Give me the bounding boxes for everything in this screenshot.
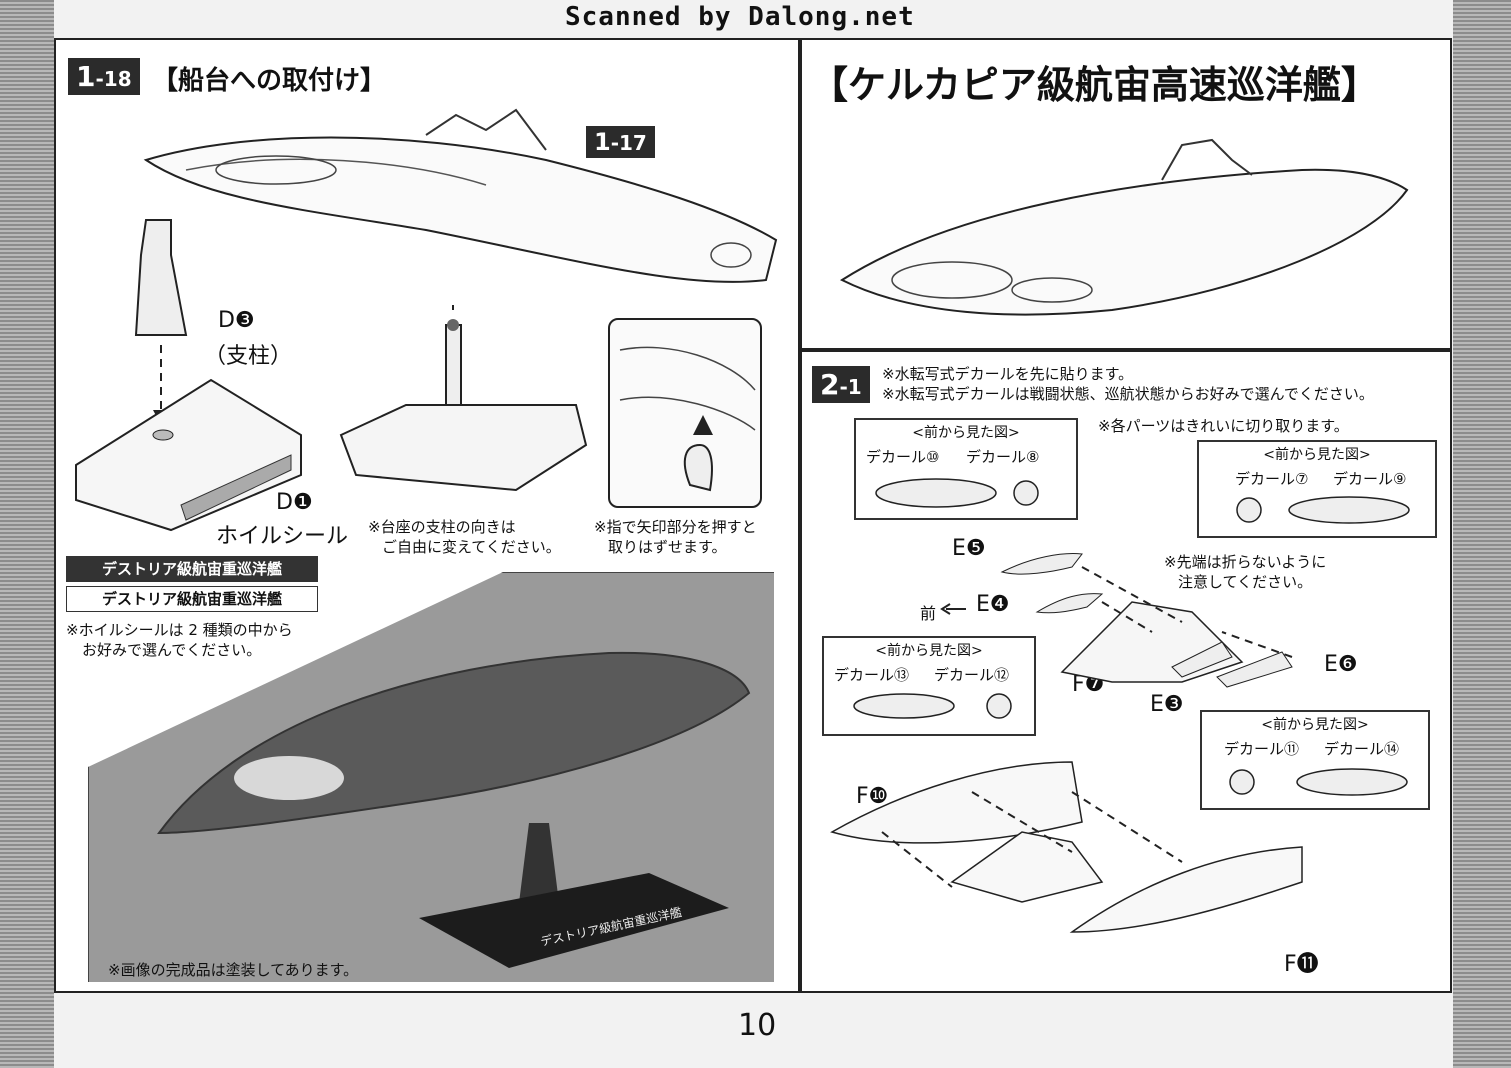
ref-step-main: 1: [594, 128, 611, 156]
note-painted: ※画像の完成品は塗装してあります。: [108, 961, 359, 979]
decal-label: デカール⑪: [1224, 740, 1300, 758]
front-view-caption: <前から見た図>: [1261, 717, 1369, 733]
detail-inset: [608, 318, 762, 508]
note-stand-line2: ご自由に変えてください。: [382, 538, 561, 556]
decal-label: デカール⑧: [966, 448, 1040, 466]
decal-label: デカール⑬: [834, 666, 910, 684]
step-title: 【船台への取付け】: [152, 66, 387, 96]
part-e4: E❹: [976, 592, 1010, 617]
part-d3-name: （支柱）: [204, 344, 293, 369]
front-view-callout-1: <前から見た図> デカール⑩ デカール⑧: [854, 418, 1078, 520]
front-view-caption: <前から見た図>: [912, 425, 1020, 441]
part-d1-name: ホイルシール: [216, 524, 349, 549]
scan-edge-left: [0, 0, 54, 1068]
step-2-1-sub: -1: [839, 375, 862, 399]
front-view-caption: <前から見た図>: [1263, 447, 1371, 463]
step-2-1-badge: 2-1: [812, 366, 870, 403]
note-foil-line1: ※ホイルシールは 2 種類の中から: [66, 621, 293, 639]
note-push-line2: 取りはずせます。: [608, 538, 727, 556]
part-e3: E❸: [1150, 692, 1184, 717]
note-decal-line1: ※水転写式デカールを先に貼ります。: [882, 365, 1134, 383]
note-tip-line2: 注意してください。: [1178, 573, 1313, 591]
step-number-badge: 1-18: [68, 58, 140, 95]
assembly-drawing: [830, 553, 1303, 933]
foil-option-light: デストリア級航宙重巡洋艦: [66, 586, 318, 612]
ref-step-badge: 1-17: [586, 126, 655, 158]
part-e6: E❻: [1324, 652, 1358, 677]
right-title: 【ケルカピア級航宙高速巡洋艦】: [810, 62, 1379, 107]
finished-ship-silhouette: [157, 651, 751, 968]
front-view-callout-4: <前から見た図> デカール⑪ デカール⑭: [1200, 710, 1430, 810]
base-d1-drawing: [75, 378, 302, 532]
finger-push-drawing: [619, 346, 756, 492]
front-view-callout-3: <前から見た図> デカール⑬ デカール⑫: [822, 636, 1036, 736]
note-decal-line2: ※水転写式デカールは戦闘状態、巡航状態からお好みで選んでください。: [882, 385, 1374, 403]
step-2-1-main: 2: [820, 368, 840, 401]
step-1-18-panel: 1-18 【船台への取付け】 1-17 D❸ （支柱） D❶ ホイルシール ※台…: [54, 38, 800, 993]
part-d3-label: D❸: [218, 308, 255, 333]
cruiser-drawing: [839, 138, 1409, 316]
step-2-1-panel: 2-1 ※水転写式デカールを先に貼ります。 ※水転写式デカールは戦闘状態、巡航状…: [800, 350, 1452, 993]
note-tip-line1: ※先端は折らないように: [1164, 553, 1327, 571]
decal-label: デカール⑩: [866, 448, 940, 466]
decal-label: デカール⑨: [1333, 470, 1407, 488]
decal-label: デカール⑦: [1235, 470, 1309, 488]
decal-label: デカール⑭: [1324, 740, 1400, 758]
decal-label: デカール⑫: [934, 666, 1010, 684]
ref-step-sub: -17: [610, 131, 647, 155]
part-f10: F❿: [856, 784, 889, 809]
ship-drawing: [143, 108, 778, 283]
stand-drawing: [339, 305, 588, 492]
step-number-main: 1: [76, 60, 96, 93]
decal-parts-drawing: [875, 478, 1039, 508]
arrow-icon: [940, 603, 966, 615]
front-view-callout-2: <前から見た図> デカール⑦ デカール⑨: [1197, 440, 1437, 538]
watermark: Scanned by Dalong.net: [565, 2, 915, 32]
part-e5: E❺: [952, 536, 986, 561]
note-push-line1: ※指で矢印部分を押すと: [594, 518, 757, 536]
note-foil-line2: お好みで選んでください。: [82, 641, 262, 659]
finished-cruiser-panel: 【ケルカピア級航宙高速巡洋艦】: [800, 38, 1452, 350]
foil-option-dark: デストリア級航宙重巡洋艦: [66, 556, 318, 582]
page-number: 10: [738, 1008, 777, 1043]
front-label: 前: [920, 604, 937, 623]
part-f11: F⓫: [1284, 952, 1319, 977]
front-view-caption: <前から見た図>: [875, 643, 983, 659]
note-stand-line1: ※台座の支柱の向きは: [368, 518, 516, 536]
step-number-sub: -18: [95, 67, 132, 91]
scan-edge-right: [1453, 0, 1511, 1068]
decal-parts-drawing: [1229, 768, 1408, 796]
note-cut: ※各パーツはきれいに切り取ります。: [1098, 417, 1349, 435]
part-d1-label: D❶: [276, 490, 313, 515]
decal-parts-drawing: [1236, 496, 1410, 524]
decal-parts-drawing: [853, 693, 1012, 719]
